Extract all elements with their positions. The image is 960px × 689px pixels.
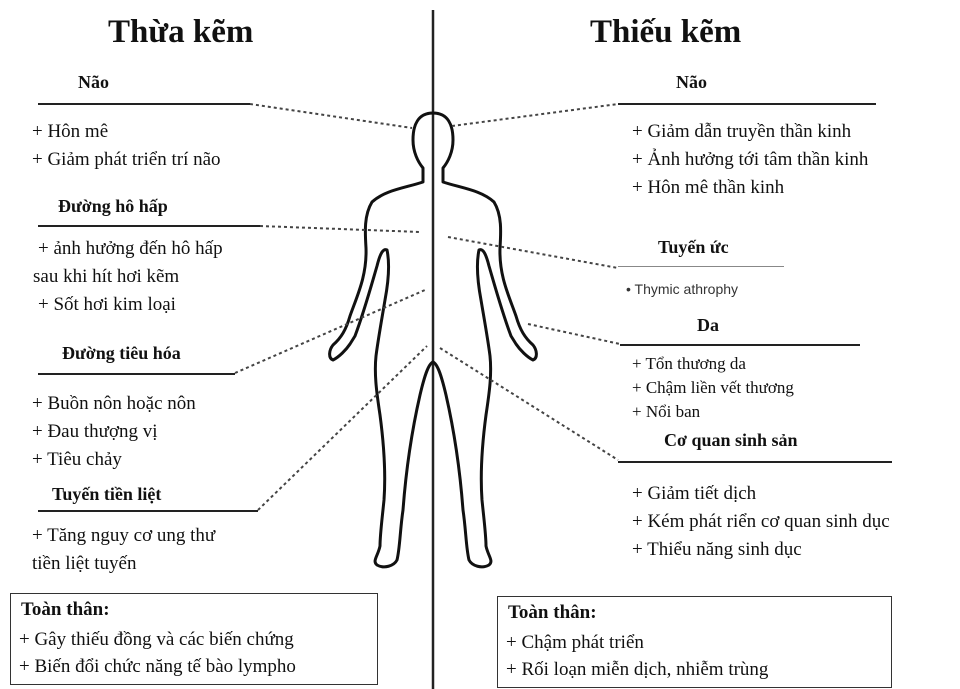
right-reproductive-title: Cơ quan sinh sản [664, 430, 798, 451]
leader-line-respiratory [260, 226, 420, 232]
right-skin-line-2: + Chậm liền vết thương [632, 376, 794, 400]
leader-line-skin [528, 324, 620, 344]
leader-line-thymus [448, 237, 618, 268]
left-digestive-underline [38, 373, 235, 375]
right-brain-line-3: + Hôn mê thần kinh [632, 174, 784, 202]
right-systemic-title: Toàn thân: [508, 602, 597, 624]
right-systemic-line-1: + Chậm phát triển [506, 629, 644, 656]
left-brain-title: Não [78, 72, 109, 93]
right-brain-line-2: + Ảnh hưởng tới tâm thần kinh [632, 146, 868, 174]
right-brain-underline [618, 103, 876, 105]
left-digestive-line-3: + Tiêu chảy [32, 446, 122, 474]
right-reproductive-underline [618, 461, 892, 463]
right-reproductive-line-1: + Giảm tiết dịch [632, 480, 756, 508]
left-respiratory-underline [38, 225, 260, 227]
leader-line-brain-left [250, 104, 412, 128]
left-brain-line-2: + Giảm phát triển trí não [32, 146, 221, 174]
right-skin-line-1: + Tổn thương da [632, 352, 746, 376]
right-brain-line-1: + Giảm dẫn truyền thần kinh [632, 118, 851, 146]
left-respiratory-line-2: sau khi hít hơi kẽm [33, 263, 179, 291]
right-skin-line-3: + Nổi ban [632, 400, 700, 424]
right-skin-title: Da [697, 315, 719, 336]
left-respiratory-line-3: + Sốt hơi kim loại [38, 291, 176, 319]
left-digestive-title: Đường tiêu hóa [62, 343, 181, 364]
left-digestive-line-2: + Đau thượng vị [32, 418, 158, 446]
left-respiratory-line-1: + ảnh hưởng đến hô hấp [38, 235, 223, 263]
left-title: Thừa kẽm [108, 14, 253, 51]
left-brain-underline [38, 103, 250, 105]
left-respiratory-title: Đường hô hấp [58, 196, 168, 217]
left-systemic-box: Toàn thân: + Gây thiếu đồng và các biến … [10, 593, 378, 685]
left-prostate-line-1: + Tăng nguy cơ ung thư [32, 522, 215, 550]
right-thymus-title: Tuyến ức [658, 237, 729, 258]
leader-line-prostate [258, 346, 427, 510]
left-systemic-line-1: + Gây thiếu đồng và các biến chứng [19, 626, 294, 653]
right-reproductive-line-2: + Kém phát riển cơ quan sinh dục [632, 508, 890, 536]
leader-line-brain-right [452, 104, 618, 126]
right-systemic-box: Toàn thân: + Chậm phát triển + Rối loạn … [497, 596, 892, 688]
leader-line-reproductive [440, 348, 618, 460]
right-title: Thiếu kẽm [590, 14, 741, 51]
right-systemic-line-2: + Rối loạn miễn dịch, nhiễm trùng [506, 656, 768, 683]
left-digestive-line-1: + Buồn nôn hoặc nôn [32, 390, 196, 418]
left-brain-line-1: + Hôn mê [32, 118, 108, 146]
left-prostate-line-2: tiền liệt tuyến [32, 550, 136, 578]
right-reproductive-line-3: + Thiểu năng sinh dục [632, 536, 802, 564]
left-prostate-underline [38, 510, 258, 512]
left-systemic-title: Toàn thân: [21, 599, 110, 621]
right-thymus-underline [618, 266, 784, 267]
left-systemic-line-2: + Biến đổi chức năng tế bào lympho [19, 653, 296, 680]
right-thymus-line-1: • Thymic athrophy [626, 281, 738, 297]
left-prostate-title: Tuyến tiền liệt [52, 484, 161, 505]
right-skin-underline [620, 344, 860, 346]
right-brain-title: Não [676, 72, 707, 93]
leader-line-digestive [235, 290, 425, 373]
